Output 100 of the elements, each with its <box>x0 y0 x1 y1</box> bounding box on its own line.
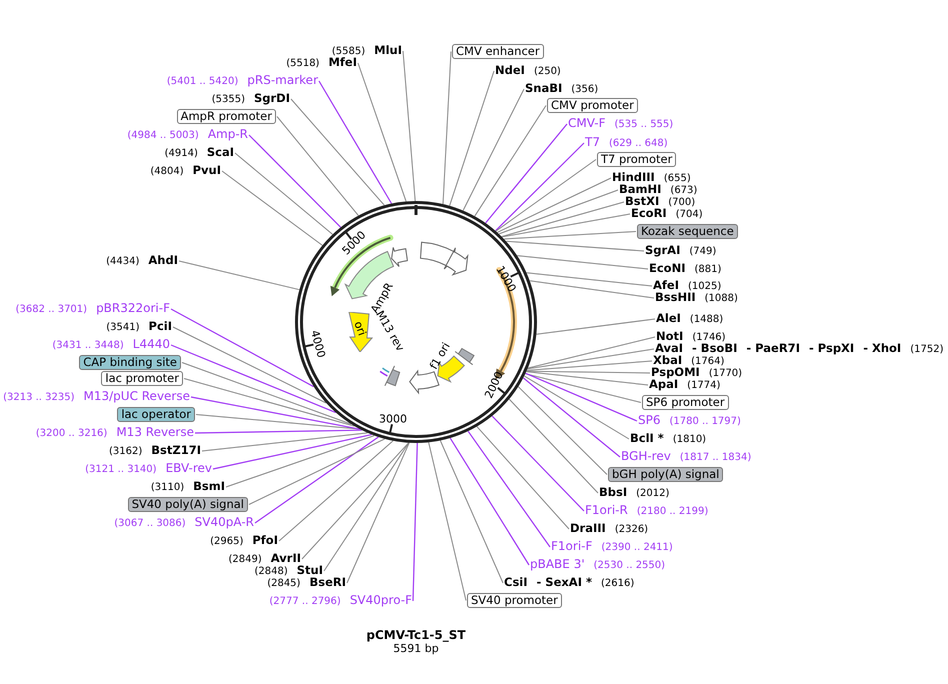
leader-line <box>474 105 546 217</box>
primer-label: (3121 .. 3140) EBV-rev <box>85 461 212 477</box>
feature-box: lac promoter <box>101 371 183 386</box>
feature-box: CMV promoter <box>547 98 638 113</box>
leader-line <box>516 255 648 270</box>
leader-line <box>226 435 375 488</box>
restriction-site-label: AleI (1488) <box>656 311 724 327</box>
leader-line <box>496 178 612 233</box>
leader-line <box>449 70 494 206</box>
leader-line <box>506 240 644 252</box>
leader-line <box>462 88 524 211</box>
feature-box: CMV enhancer <box>452 44 544 59</box>
leader-line <box>485 124 568 224</box>
primer-label: (2777 .. 2796) SV40pro-F <box>269 593 412 609</box>
leader-line <box>504 231 636 240</box>
leader-line <box>170 344 336 414</box>
restriction-site-label: EcoNI (881) <box>649 261 722 277</box>
leader-line <box>184 378 355 427</box>
primer-label: (3067 .. 3086) SV40pA-R <box>114 515 254 531</box>
leader-line <box>202 432 368 452</box>
leader-line <box>527 348 654 370</box>
leader-line <box>527 336 656 369</box>
feature-box: Kozak sequence <box>637 224 738 239</box>
feature-box: CAP binding site <box>79 355 181 370</box>
feature-box: bGH poly(A) signal <box>608 467 724 482</box>
leader-line <box>194 430 362 434</box>
leader-line <box>502 214 630 238</box>
primer-label: pBABE 3' (2530 .. 2550) <box>530 557 666 573</box>
leader-line <box>508 398 598 494</box>
leader-line <box>468 430 550 548</box>
leader-line <box>190 396 360 430</box>
restriction-site-label: SnaBI (356) <box>525 81 598 97</box>
restriction-site-label: (4434) AhdI <box>106 253 178 269</box>
leader-line <box>222 170 323 246</box>
leader-line <box>526 272 652 286</box>
restriction-site-label: BclI * (1810) <box>630 431 706 447</box>
leader-line <box>234 152 334 235</box>
restriction-site-label: CsiI - SexAI * (2616) <box>504 575 634 591</box>
leader-line <box>402 50 416 202</box>
restriction-site-label: NotI (1746) <box>656 329 726 345</box>
leader-line <box>526 370 650 374</box>
restriction-site-label: BbsI (2012) <box>599 485 670 501</box>
feature-box: SP6 promoter <box>642 395 729 410</box>
leader-line <box>440 440 504 584</box>
primer-label: BGH-rev (1817 .. 1834) <box>621 449 752 465</box>
restriction-site-label: (3110) BsmI <box>150 479 225 495</box>
restriction-site-label: NdeI (250) <box>495 63 561 79</box>
restriction-site-label: (3541) PciI <box>106 319 172 335</box>
restriction-site-label: (4804) PvuI <box>150 163 221 179</box>
restriction-site-label: (2965) PfoI <box>210 533 278 549</box>
leader-line <box>212 434 372 470</box>
primer-label: F1ori-R (2180 .. 2199) <box>585 503 708 519</box>
restriction-site-label: DraIII (2326) <box>570 521 648 537</box>
leader-line <box>346 442 410 584</box>
leader-line <box>248 134 342 228</box>
leader-line <box>450 438 530 566</box>
leader-line <box>318 80 392 204</box>
scale-tick-label: 4000 <box>308 328 328 360</box>
leader-line <box>248 438 386 505</box>
leader-line <box>324 442 410 572</box>
leader-line <box>290 98 385 206</box>
leader-line <box>358 62 407 202</box>
leader-line <box>501 202 624 238</box>
plasmid-size: 5591 bp <box>392 642 440 655</box>
leader-line <box>254 436 379 524</box>
primer-label: F1ori-F (2390 .. 2411) <box>551 539 673 555</box>
restriction-site-label: (4914) ScaI <box>164 145 234 161</box>
plasmid-ring <box>295 201 537 443</box>
feature-box: SV40 poly(A) signal <box>128 497 248 512</box>
restriction-site-label: (3162) BstZ17I <box>109 443 201 459</box>
leader-line <box>276 116 359 216</box>
leader-line <box>524 373 642 403</box>
restriction-site-label: (5518) MfeI <box>286 55 357 71</box>
leader-line <box>526 371 648 386</box>
leader-line <box>412 442 418 602</box>
leader-line <box>178 260 300 290</box>
leader-line <box>476 426 570 530</box>
feature-box: T7 promoter <box>597 152 676 167</box>
feature-arrow: ori <box>347 312 373 352</box>
leader-line <box>498 190 618 234</box>
scale-tick-label: 3000 <box>379 412 407 426</box>
restriction-site-label: (5355) SgrDI <box>212 91 290 107</box>
leader-line <box>525 372 638 422</box>
leader-line <box>302 442 410 560</box>
primer-label: (3431 .. 3448) L4440 <box>52 337 170 353</box>
leader-line <box>182 362 352 425</box>
leader-line <box>492 416 584 512</box>
leader-line <box>522 377 620 458</box>
leader-line <box>524 376 630 440</box>
primer-label: (4984 .. 5003) Amp-R <box>127 127 248 143</box>
feature-box: lac operator <box>117 407 195 422</box>
leader-line <box>278 440 394 542</box>
primer-label: (3200 .. 3216) M13 Reverse <box>36 425 194 441</box>
feature-label: f1 ori <box>427 340 453 372</box>
plasmid-name: pCMV-Tc1-5_ST <box>365 628 467 642</box>
leader-line <box>428 442 466 601</box>
leader-line <box>495 159 596 232</box>
primer-label: (5401 .. 5420) pRS-marker <box>166 73 318 89</box>
primer-label: SP6 (1780 .. 1797) <box>638 413 741 429</box>
primer-label: (3682 .. 3701) pBR322ori-F <box>16 301 170 317</box>
